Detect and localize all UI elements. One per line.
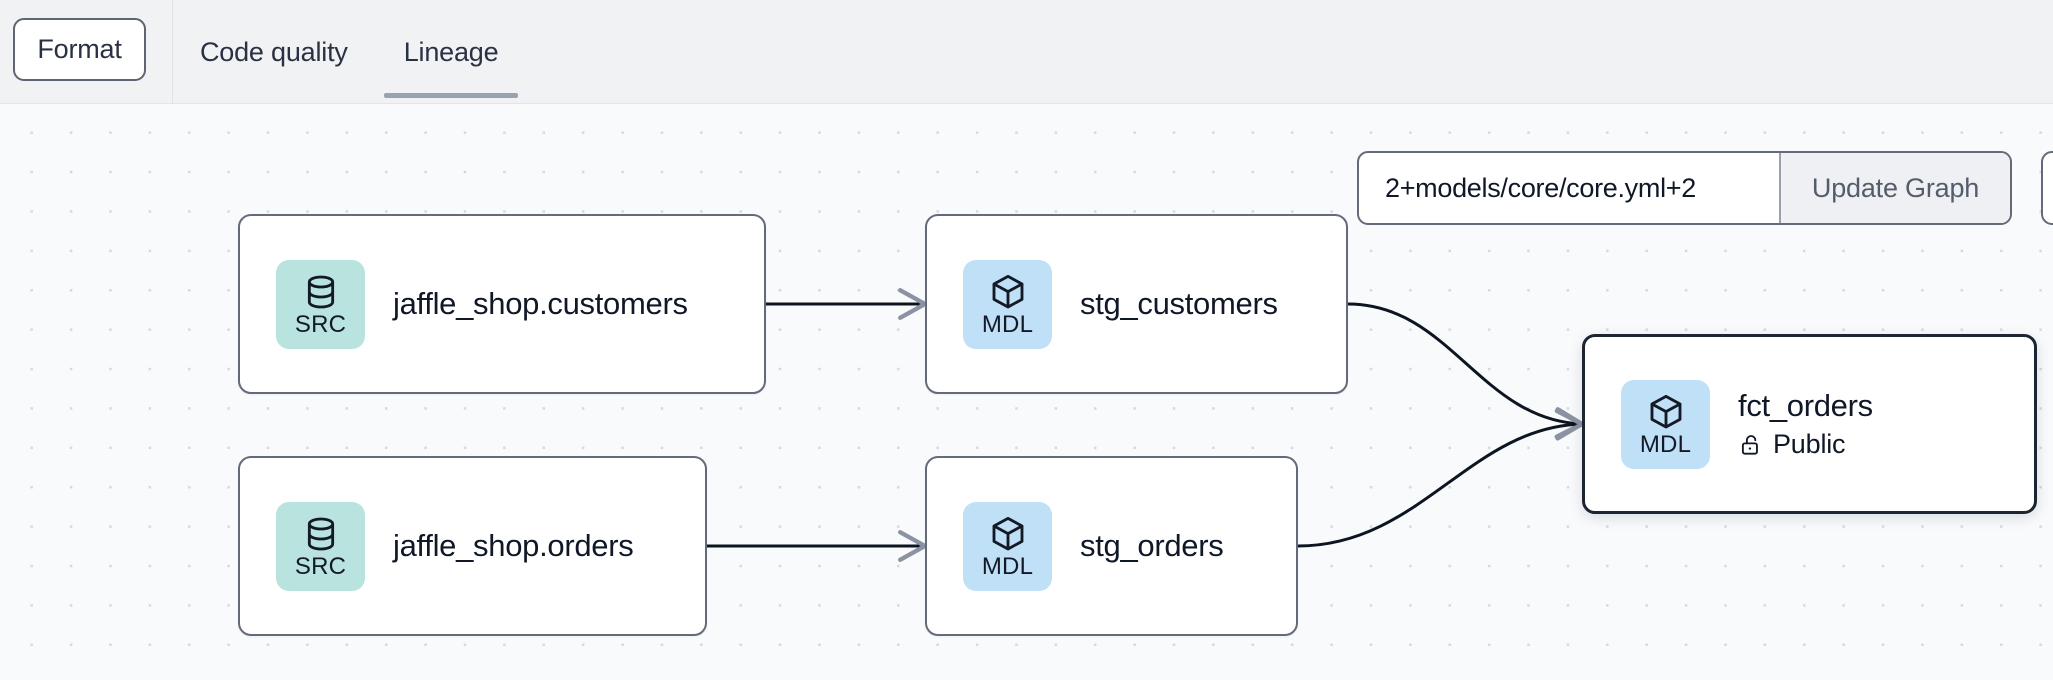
node-title: fct_orders [1738,387,1873,423]
toolbar-separator [1779,153,1781,223]
src-badge: SRC [276,501,365,591]
node-access-row: Public [1738,429,1873,460]
cube-icon [992,516,1023,550]
tab-bar: Code quality Lineage [172,0,526,104]
node-access-label: Public [1773,429,1846,460]
mdl-badge: MDL [1621,379,1710,469]
graph-selector-input[interactable] [1359,153,1779,223]
graph-selector-toolbar: Update Graph [1357,151,2012,225]
node-title: stg_orders [1080,528,1224,564]
mdl-badge: MDL [963,259,1052,349]
node-body: jaffle_shop.orders [393,528,634,564]
lineage-node-fct-orders[interactable]: MDL fct_orders Public [1582,334,2037,514]
header-divider [172,0,173,104]
lineage-node-stg-orders[interactable]: MDL stg_orders [925,456,1298,636]
update-graph-button[interactable]: Update Graph [1781,153,2010,223]
lineage-node-jaffle-shop-orders[interactable]: SRC jaffle_shop.orders [238,456,707,636]
lineage-canvas[interactable]: SRC jaffle_shop.customers MDL stg_custom… [0,104,2053,680]
lineage-node-jaffle-shop-customers[interactable]: SRC jaffle_shop.customers [238,214,766,394]
database-icon [307,275,334,308]
node-title: jaffle_shop.customers [393,286,688,322]
tab-code-quality[interactable]: Code quality [200,36,348,67]
node-title: stg_customers [1080,286,1278,322]
node-body: jaffle_shop.customers [393,286,688,322]
mdl-badge-label: MDL [1639,430,1692,458]
node-body: stg_orders [1080,528,1224,564]
mdl-badge-label: MDL [981,552,1034,580]
edge-stg-orders-to-fct-orders [1297,408,1585,548]
mdl-badge-label: MDL [981,310,1034,338]
unlock-icon [1741,434,1758,455]
cube-icon [1650,394,1681,428]
tab-lineage[interactable]: Lineage [376,0,527,104]
cube-icon [992,274,1023,308]
graph-side-control-stub[interactable] [2041,151,2053,225]
src-badge-label: SRC [294,552,347,580]
toolbar-header: Format Code quality Lineage [0,0,2053,104]
src-badge-label: SRC [294,310,347,338]
node-body: stg_customers [1080,286,1278,322]
node-body: fct_orders Public [1738,388,1873,461]
lineage-node-stg-customers[interactable]: MDL stg_customers [925,214,1348,394]
database-icon [307,517,334,550]
format-button[interactable]: Format [13,18,146,81]
mdl-badge: MDL [963,501,1052,591]
src-badge: SRC [276,259,365,349]
edge-stg-customers-to-fct-orders [1347,302,1585,439]
node-title: jaffle_shop.orders [393,528,634,564]
